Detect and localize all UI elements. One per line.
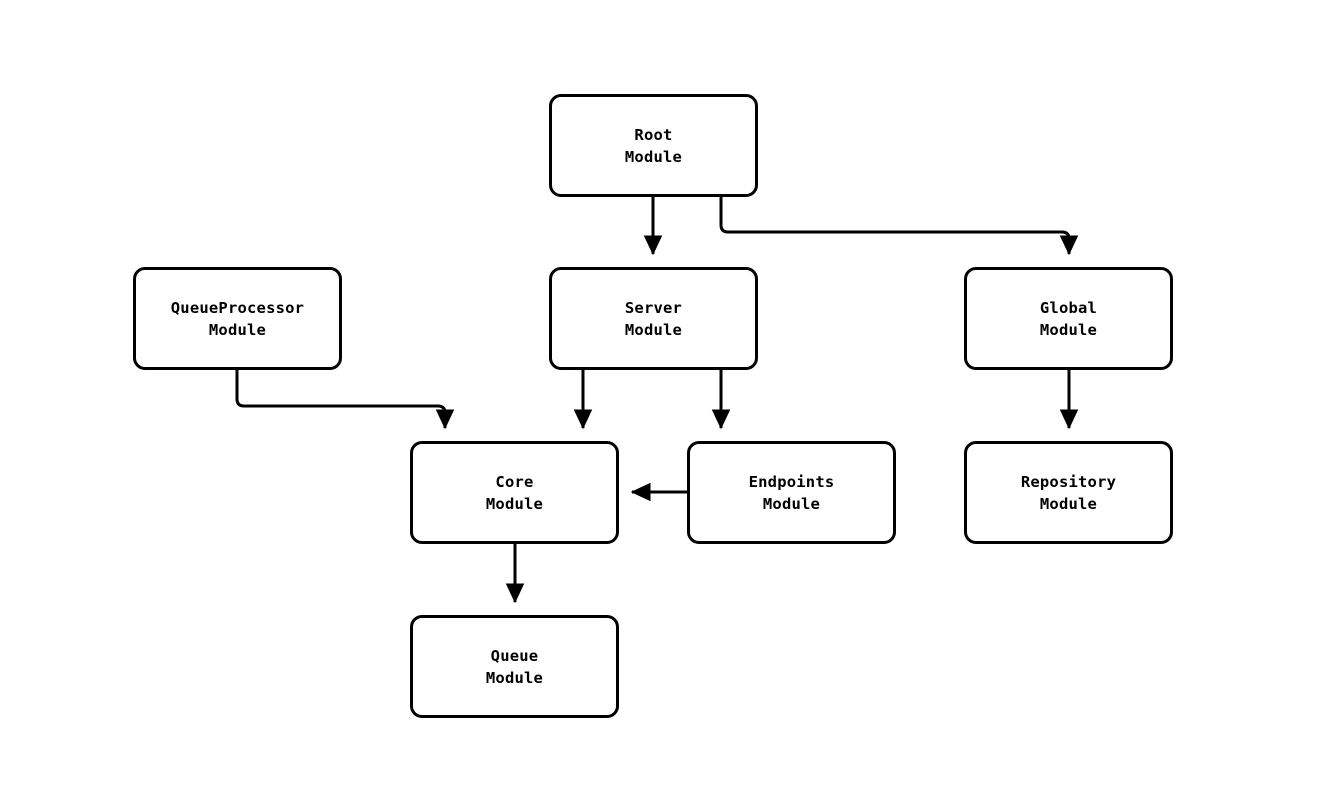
node-global-module[interactable]: Global Module [964, 267, 1173, 370]
node-repository-module-label: Repository Module [1020, 472, 1117, 513]
node-global-module-label: Global Module [1039, 298, 1098, 339]
node-queue-module-label: Queue Module [485, 646, 544, 687]
node-root-module-label: Root Module [624, 125, 683, 166]
node-core-module[interactable]: Core Module [410, 441, 619, 544]
edge-root-to-global [719, 197, 1079, 256]
node-queueprocessor-module[interactable]: QueueProcessor Module [133, 267, 342, 370]
edge-queueprocessor-to-core [235, 370, 455, 430]
node-repository-module[interactable]: Repository Module [964, 441, 1173, 544]
node-server-module-label: Server Module [624, 298, 683, 339]
node-queue-module[interactable]: Queue Module [410, 615, 619, 718]
node-endpoints-module[interactable]: Endpoints Module [687, 441, 896, 544]
node-queueprocessor-module-label: QueueProcessor Module [170, 298, 305, 339]
node-core-module-label: Core Module [485, 472, 544, 513]
node-root-module[interactable]: Root Module [549, 94, 758, 197]
node-server-module[interactable]: Server Module [549, 267, 758, 370]
node-endpoints-module-label: Endpoints Module [748, 472, 835, 513]
